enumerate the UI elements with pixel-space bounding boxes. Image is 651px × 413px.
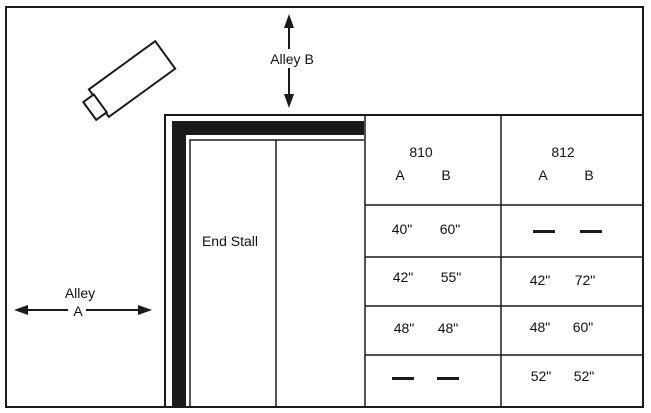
cell-812-b-r3: 60" (573, 319, 594, 335)
col-810-sub-a: A (395, 167, 405, 183)
cell-812-b-r4: 52" (574, 368, 595, 384)
col-812-sub-a: A (538, 167, 548, 183)
col-810-sub-b: B (441, 167, 450, 183)
cell-810-b-r1: 60" (440, 221, 461, 237)
camera-icon (81, 39, 177, 122)
cell-810-a-r3: 48" (394, 320, 415, 336)
cell-810-a-r4-dash (392, 377, 414, 380)
col-812-code: 812 (551, 144, 575, 160)
col-812-sub-b: B (584, 167, 593, 183)
end-stall-wall (172, 121, 364, 407)
alley-a-arrow (14, 305, 152, 315)
end-stall-label: End Stall (202, 233, 258, 249)
end-stall-inner-line (189, 139, 364, 407)
spec-grid (364, 115, 643, 407)
cell-810-b-r2: 55" (441, 269, 462, 285)
alley-a-label-line2: A (73, 303, 83, 319)
cell-812-a-r1-dash (533, 230, 555, 233)
cell-812-a-r2: 42" (530, 272, 551, 288)
cell-810-a-r1: 40" (392, 221, 413, 237)
cell-812-b-r1-dash (580, 230, 602, 233)
alley-b-label: Alley B (270, 51, 314, 67)
alley-a-label-line1: Alley (65, 285, 95, 301)
cell-812-b-r2: 72" (575, 272, 596, 288)
building-outline (164, 114, 643, 407)
cell-812-a-r4: 52" (531, 368, 552, 384)
alley-b-arrow (284, 14, 294, 108)
cell-810-a-r2: 42" (393, 269, 414, 285)
cell-810-b-r4-dash (437, 377, 459, 380)
col-810-code: 810 (409, 144, 433, 160)
cell-812-a-r3: 48" (530, 319, 551, 335)
cell-810-b-r3: 48" (438, 320, 459, 336)
outer-frame (5, 6, 644, 408)
